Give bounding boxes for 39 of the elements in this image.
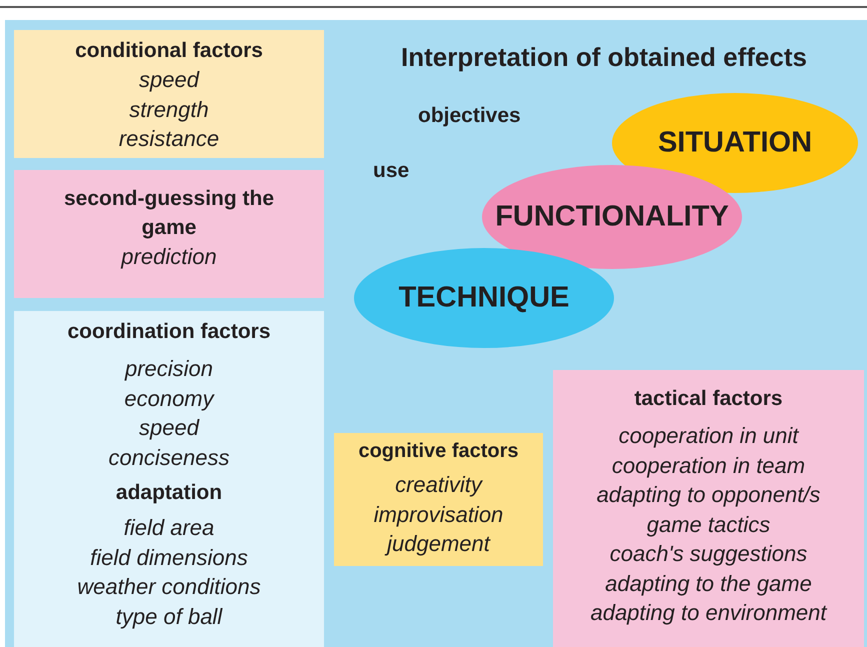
factor-card xyxy=(14,30,324,158)
factor-card xyxy=(553,370,864,647)
card-heading: conditional factors xyxy=(75,38,263,64)
list-item: cooperation in team xyxy=(612,452,806,480)
text-label: use xyxy=(373,159,410,183)
list-item: adapting to opponent/s xyxy=(596,481,820,509)
list-item: coach's suggestions xyxy=(610,540,808,568)
ellipse-label: FUNCTIONALITY xyxy=(494,200,730,234)
ellipse-label: TECHNIQUE xyxy=(398,282,570,314)
card-heading: second-guessing the game xyxy=(62,186,276,241)
list-item: speed xyxy=(139,66,199,94)
list-item: resistance xyxy=(118,125,220,153)
factor-card xyxy=(14,170,324,298)
list-item: prediction xyxy=(121,243,217,271)
list-item: precision xyxy=(124,355,214,383)
list-item: speed xyxy=(139,414,199,442)
list-item: creativity xyxy=(395,471,482,499)
card-heading: tactical factors xyxy=(634,386,783,412)
card-heading: cognitive factors xyxy=(358,439,519,464)
list-item: cooperation in unit xyxy=(618,422,798,450)
list-item: weather conditions xyxy=(77,573,261,601)
text-label: objectives xyxy=(418,104,521,128)
list-item: strength xyxy=(129,96,209,124)
list-item: judgement xyxy=(387,529,490,558)
list-item: game tactics xyxy=(646,510,770,539)
list-item: type of ball xyxy=(116,602,222,631)
list-item: adapting to the game xyxy=(605,570,812,598)
list-item: economy xyxy=(124,384,214,413)
factor-card xyxy=(14,311,324,647)
list-item: conciseness xyxy=(108,444,230,472)
list-item: adapting to environment xyxy=(590,599,827,627)
card-heading: coordination factors xyxy=(67,319,271,345)
list-item: field dimensions xyxy=(90,544,248,572)
list-item: improvisation xyxy=(374,500,504,529)
factor-card xyxy=(334,433,543,566)
list-item: field area xyxy=(124,514,214,542)
ellipse-label: SITUATION xyxy=(656,126,814,160)
card-heading: adaptation xyxy=(116,480,222,506)
title: Interpretation of obtained effects xyxy=(401,42,807,73)
